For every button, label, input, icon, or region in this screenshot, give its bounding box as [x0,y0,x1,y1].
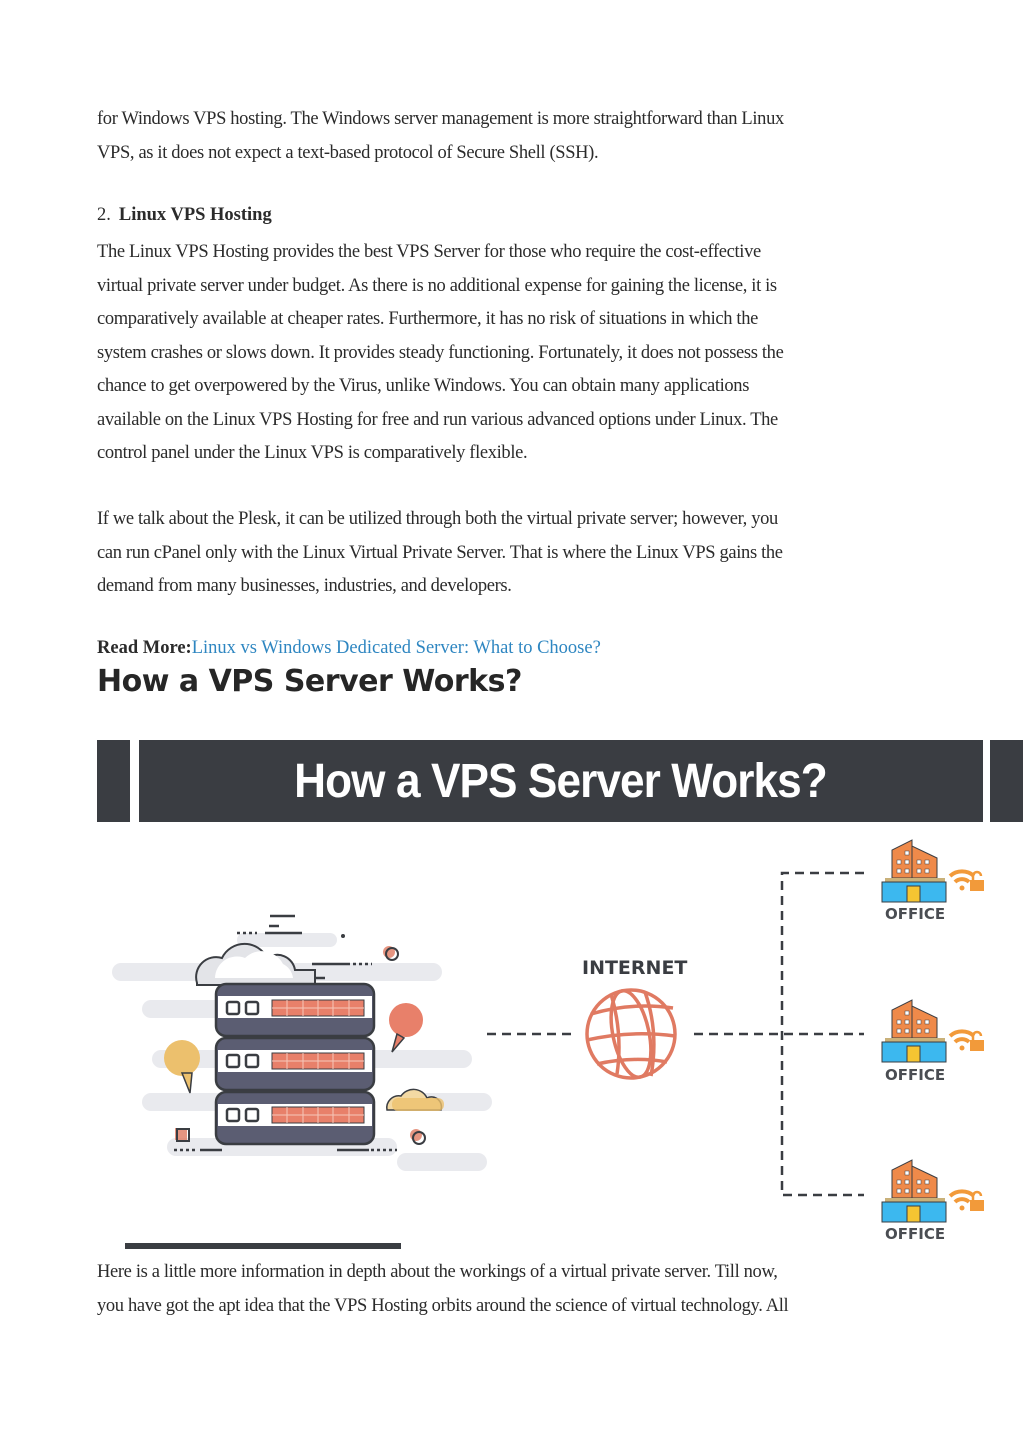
banner-right-block [990,740,1023,822]
text-line: VPS, as it does not expect a text-based … [97,142,599,163]
text-line: If we talk about the Plesk, it can be ut… [97,509,778,529]
speech-bubble-icon [389,1003,423,1053]
text-line: demand from many businesses, industries,… [97,576,512,596]
text-line: chance to get overpowered by the Virus, … [97,376,750,396]
secure-wifi-icon [948,1189,984,1211]
text-line: you have got the apt idea that the VPS H… [97,1295,789,1316]
connector-branch [780,871,864,1197]
page-section-heading: How a VPS Server Works? [97,664,522,699]
secure-wifi-icon [948,869,984,891]
linux-vps-paragraph: The Linux VPS Hosting provides the best … [97,236,937,471]
vps-diagram-figure: How a VPS Server Works? [97,738,1023,1258]
office-label: OFFICE [885,1225,946,1243]
read-more-link[interactable]: Linux vs Windows Dedicated Server: What … [191,638,601,658]
text-line: comparatively available at cheaper rates… [97,309,758,329]
server-rack-icon [214,982,376,1146]
internet-label: INTERNET [582,957,688,979]
globe-icon [585,988,677,1080]
banner-title: How a VPS Server Works? [294,754,829,808]
cloud-icon [195,942,316,986]
section-title: Linux VPS Hosting [118,205,272,225]
banner-left-block [97,740,130,822]
text-line: system crashes or slows down. It provide… [97,342,784,363]
office-label: OFFICE [885,905,946,923]
text-line: for Windows VPS hosting. The Windows ser… [97,109,784,129]
text-line: available on the Linux VPS Hosting for f… [97,409,778,430]
office-label: OFFICE [885,1066,946,1084]
diagram-graphic [112,839,984,1223]
intro-paragraph: for Windows VPS hosting. The Windows ser… [97,103,937,170]
section-heading-linux-vps: 2. Linux VPS Hosting [97,205,272,226]
text-line: The Linux VPS Hosting provides the best … [97,242,761,262]
text-line: virtual private server under budget. As … [97,275,777,296]
text-line: control panel under the Linux VPS is com… [97,443,528,463]
secure-wifi-icon [948,1029,984,1051]
text-line: Here is a little more information in dep… [97,1262,778,1282]
cloud-icon [386,1088,444,1111]
office-building-icon [881,999,984,1063]
banner: How a VPS Server Works? [139,740,983,822]
read-more-label: Read More: [97,638,192,658]
speech-bubble-icon [164,1040,200,1094]
plesk-paragraph: If we talk about the Plesk, it can be ut… [97,503,937,604]
read-more: Read More:Linux vs Windows Dedicated Ser… [97,638,601,659]
office-building-icon [881,839,984,903]
office-building-icon [881,1159,984,1223]
closing-paragraph: Here is a little more information in dep… [97,1256,937,1323]
figure-divider [125,1243,401,1249]
list-number: 2. [97,205,111,225]
dashed-connectors [487,871,864,1197]
text-line: can run cPanel only with the Linux Virtu… [97,542,783,563]
